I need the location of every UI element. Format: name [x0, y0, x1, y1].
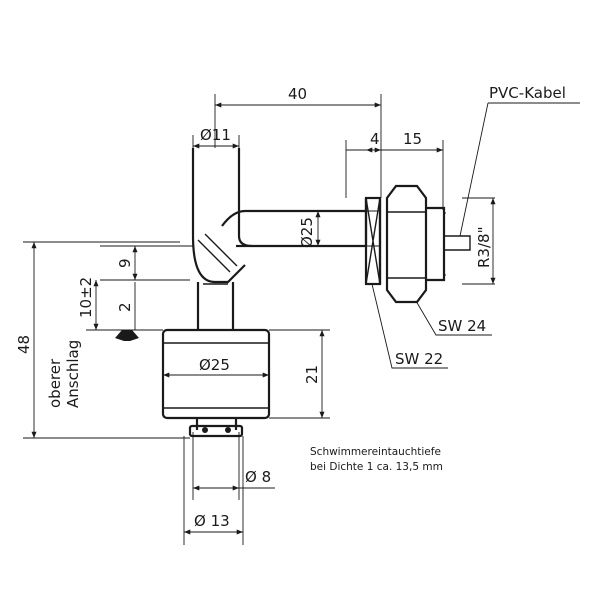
retaining-ring	[188, 424, 244, 438]
leader-sw24	[415, 300, 492, 336]
label-dim-dia11: Ø11	[200, 126, 231, 144]
note-immersion-line2: bei Dichte 1 ca. 13,5 mm	[310, 461, 443, 473]
label-stop-line1: oberer	[46, 358, 64, 408]
label-pvc-cable: PVC-Kabel	[489, 84, 566, 102]
label-dim-15: 15	[403, 130, 422, 148]
float-bands	[163, 342, 269, 409]
label-dim-r38: R3/8"	[475, 227, 493, 268]
pvc-cable	[444, 235, 471, 251]
thread-edge	[444, 212, 446, 276]
upper-stop-clip	[115, 330, 139, 341]
nut-chamfer	[387, 211, 426, 279]
label-dim-dia25-float: Ø25	[199, 356, 230, 374]
note-immersion-line1: Schwimmereintauchtiefe	[310, 446, 441, 458]
label-dim-2: 2	[116, 302, 134, 312]
label-dim-dia8: Ø 8	[245, 468, 271, 486]
label-dim-4: 4	[370, 130, 380, 148]
extension-lines	[23, 94, 495, 545]
label-sw24: SW 24	[438, 317, 486, 335]
label-dim-10tol: 10±2	[77, 277, 95, 318]
ring-pin-left	[202, 427, 208, 433]
leader-pvc-cable	[459, 102, 580, 237]
threaded-stub	[426, 206, 446, 282]
label-dim-9: 9	[116, 258, 134, 268]
hex-nut-sw24	[378, 184, 428, 304]
label-dim-48: 48	[15, 335, 33, 354]
elbow-weld	[197, 233, 238, 273]
dimensions	[23, 94, 580, 545]
label-dim-21: 21	[303, 365, 321, 384]
label-dim-dia25-body: Ø25	[298, 217, 316, 248]
leader-sw22	[371, 283, 448, 369]
labels: PVC-Kabel 40 4 15 Ø11 Ø25 R3/8" 9 2 10±2…	[15, 84, 566, 530]
thread-hatch	[365, 197, 381, 285]
label-sw22: SW 22	[395, 350, 443, 368]
lower-stem	[196, 282, 235, 330]
ring-pin-right	[225, 427, 231, 433]
label-dim-40: 40	[288, 85, 307, 103]
part-outline	[115, 148, 471, 438]
bottom-stem	[195, 418, 238, 430]
horizontal-tube	[215, 198, 368, 284]
label-dim-dia13: Ø 13	[194, 512, 230, 530]
label-stop-line2: Anschlag	[64, 340, 82, 408]
vertical-stem	[191, 148, 241, 236]
